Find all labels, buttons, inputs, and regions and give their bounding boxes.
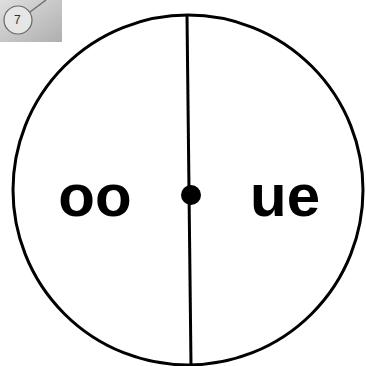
center-dot [181,185,201,205]
page-number: 7 [14,14,21,26]
photo-shade [0,0,62,42]
badge-line [30,0,46,12]
sound-text: ue [250,166,320,226]
number-badge [4,6,32,34]
spinner-circle [13,15,363,365]
sound-text: oo [58,166,131,226]
half-circle-region: ue [210,160,360,232]
photo-corner [0,0,62,42]
half-circle-region: oo [20,160,170,232]
